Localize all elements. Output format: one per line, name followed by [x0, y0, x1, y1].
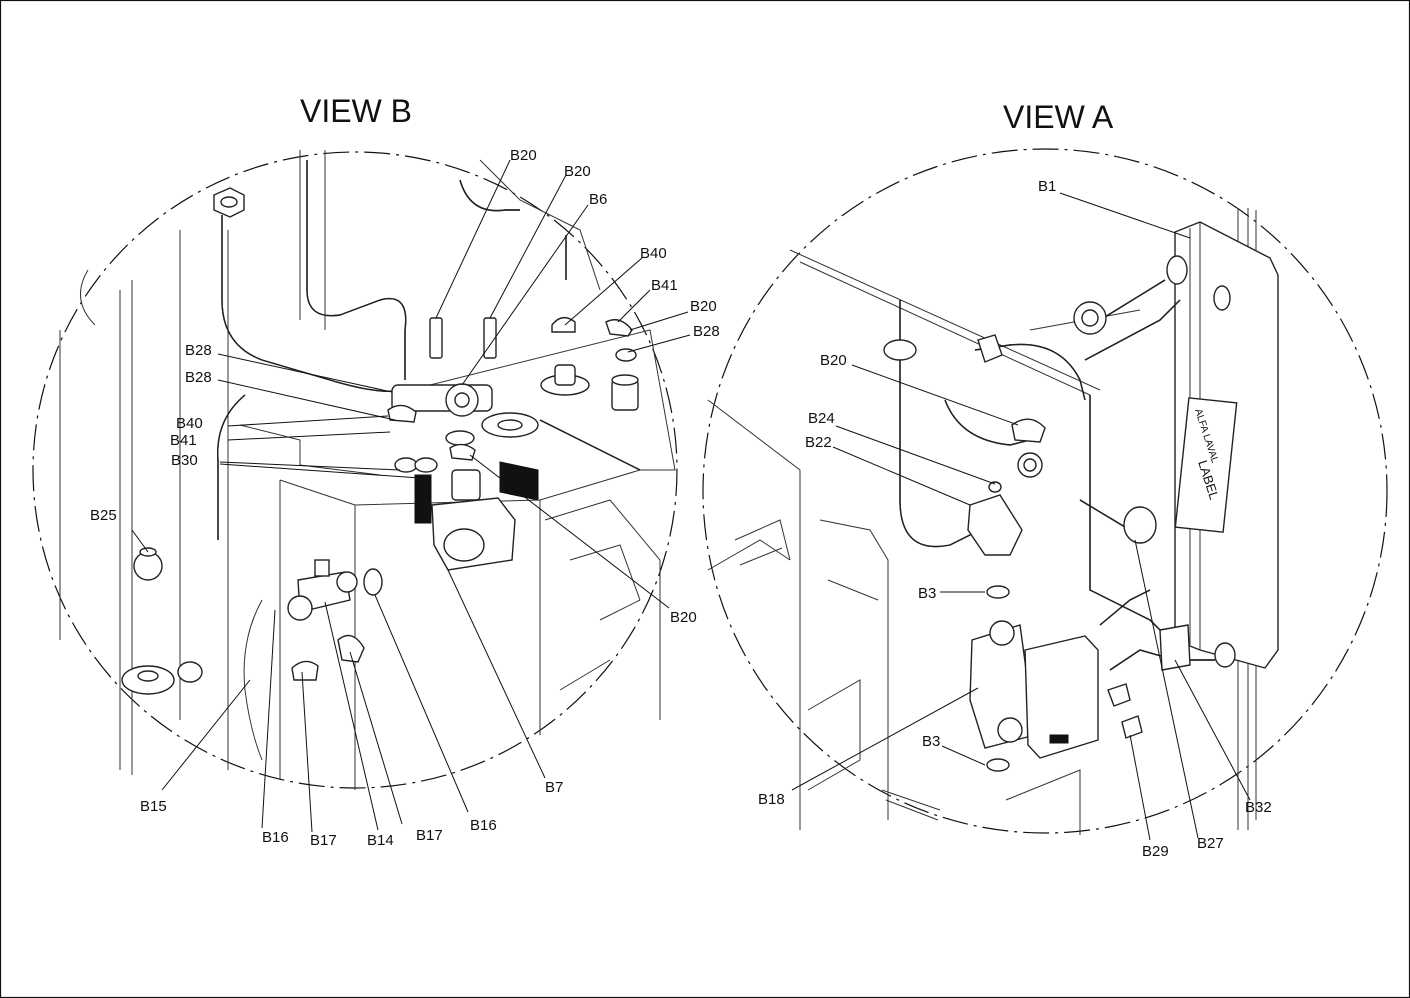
- gasket-b3-lower: [986, 758, 1010, 772]
- pump-control-box: [1024, 635, 1099, 759]
- label-b30: B30: [171, 452, 198, 469]
- label-b17-right: B17: [416, 827, 443, 844]
- capillary-tube: [243, 599, 263, 761]
- label-plate: [1174, 397, 1238, 533]
- label-b1: B1: [1038, 178, 1056, 195]
- label-b27: B27: [1197, 835, 1224, 852]
- gasket-b3-upper: [986, 585, 1010, 599]
- label-b14: B14: [367, 832, 394, 849]
- insulation-block-right: [499, 461, 539, 501]
- view-a: VIEW A ALFA LAVAL LABEL: [702, 99, 1388, 860]
- view-a-components: [883, 255, 1236, 772]
- label-b20-lower-right: B20: [670, 609, 697, 626]
- view-a-piping: [899, 279, 1215, 671]
- label-b20-top: B20: [510, 147, 537, 164]
- o-ring-b16: [363, 568, 383, 596]
- clip-b17-right: [337, 634, 365, 663]
- label-b6: B6: [589, 191, 607, 208]
- drain-cap: [1123, 506, 1157, 544]
- clip-b20: [1011, 418, 1046, 443]
- o-ring-b28: [615, 348, 637, 362]
- label-b7: B7: [545, 779, 563, 796]
- label-b28-right: B28: [693, 323, 720, 340]
- pump-neck: [451, 469, 481, 501]
- label-b25: B25: [90, 507, 117, 524]
- label-b28-left-upper: B28: [185, 342, 212, 359]
- view-b: VIEW B: [32, 93, 720, 849]
- valve-top: [977, 334, 1003, 363]
- view-b-housing: [59, 150, 676, 790]
- view-b-labels: B20 B20 B6 B40 B41 B20 B28 B28 B28 B40 B…: [90, 147, 720, 849]
- label-b28-left-lower: B28: [185, 369, 212, 386]
- label-b29: B29: [1142, 843, 1169, 860]
- clip-left: [387, 404, 417, 423]
- nut-b29: [1121, 715, 1143, 739]
- label-b24: B24: [808, 410, 835, 427]
- label-b16-right: B16: [470, 817, 497, 834]
- clip-b17-left: [291, 660, 319, 681]
- label-b20: B20: [820, 352, 847, 369]
- label-b3-upper: B3: [918, 585, 936, 602]
- label-b41-left: B41: [170, 432, 197, 449]
- seal-ring: [445, 430, 475, 446]
- o-ring-b24: [988, 481, 1002, 493]
- bracket-b32: [1159, 624, 1191, 671]
- label-b17-left: B17: [310, 832, 337, 849]
- view-a-boundary: [702, 148, 1388, 834]
- insulation-block-left: [414, 474, 432, 524]
- label-b22: B22: [805, 434, 832, 451]
- view-b-piping: [217, 160, 641, 540]
- view-a-labels: B1 B20 B24 B22 B3 B3 B18 B29 B27 B32: [758, 178, 1272, 860]
- view-b-title: VIEW B: [300, 93, 412, 129]
- label-b16-left: B16: [262, 829, 289, 846]
- plate-heat-exchanger: ALFA LAVAL LABEL: [1174, 221, 1279, 669]
- label-b3-lower: B3: [922, 733, 940, 750]
- actuator-knob: [443, 528, 485, 562]
- label-b32: B32: [1245, 799, 1272, 816]
- view-b-components: [121, 187, 639, 761]
- view-a-leaders: [791, 192, 1251, 841]
- label-b41-right: B41: [651, 277, 678, 294]
- label-b40-left: B40: [176, 415, 203, 432]
- sight-glass-left: [429, 317, 443, 359]
- check-valve-b22: [967, 494, 1023, 556]
- label-b20-second: B20: [564, 163, 591, 180]
- view-b-leaders: [131, 159, 691, 833]
- label-b15: B15: [140, 798, 167, 815]
- label-b40-right: B40: [640, 245, 667, 262]
- fitting-b29-upper: [1107, 683, 1131, 707]
- label-b20-right: B20: [690, 298, 717, 315]
- view-a-title: VIEW A: [1003, 99, 1114, 135]
- sight-glass-right: [483, 317, 497, 359]
- clip-b41: [605, 319, 633, 337]
- label-b18: B18: [758, 791, 785, 808]
